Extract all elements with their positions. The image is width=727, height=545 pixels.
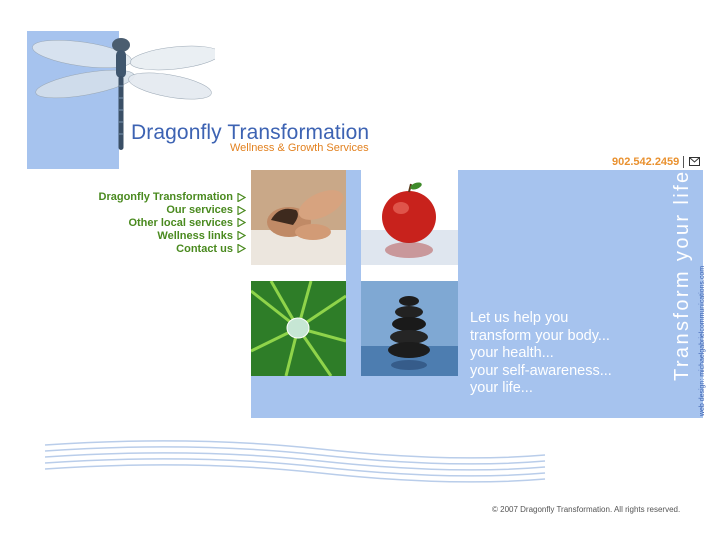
phone-number: 902.542.2459 bbox=[612, 156, 680, 168]
nav-item-label: Other local services bbox=[128, 216, 233, 229]
vertical-title: Transform your life bbox=[671, 169, 693, 381]
hero-panel bbox=[458, 170, 703, 282]
decorative-waves bbox=[44, 440, 546, 483]
nav-item-other-local-services[interactable]: Other local services bbox=[60, 217, 246, 230]
triangle-arrow-icon bbox=[237, 244, 246, 254]
nav-item-dragonfly-transformation[interactable]: Dragonfly Transformation bbox=[60, 191, 246, 204]
stones-photo bbox=[361, 281, 458, 376]
tagline-line: your life... bbox=[470, 380, 533, 396]
tagline-line: your health... bbox=[470, 345, 554, 361]
hero-tagline: Let us help you transform your body... y… bbox=[470, 310, 690, 398]
copyright: © 2007 Dragonfly Transformation. All rig… bbox=[492, 505, 681, 514]
triangle-arrow-icon bbox=[237, 231, 246, 241]
nav-item-contact-us[interactable]: Contact us bbox=[60, 242, 246, 255]
apple-photo bbox=[361, 170, 458, 265]
triangle-arrow-icon bbox=[237, 205, 246, 215]
hero-panel-gap bbox=[346, 170, 361, 282]
brand-tagline: Wellness & Growth Services bbox=[230, 142, 369, 154]
nav-item-label: Our services bbox=[166, 204, 233, 217]
mail-icon[interactable] bbox=[689, 157, 700, 166]
nav-item-label: Dragonfly Transformation bbox=[98, 191, 233, 204]
triangle-arrow-icon bbox=[237, 192, 246, 202]
tagline-line: transform your body... bbox=[470, 327, 610, 344]
nav-item-label: Contact us bbox=[176, 242, 233, 255]
triangle-arrow-icon bbox=[237, 218, 246, 228]
nav-item-wellness-links[interactable]: Wellness links bbox=[60, 229, 246, 242]
massage-photo bbox=[251, 170, 346, 265]
tagline-line: your self-awareness... bbox=[470, 362, 612, 379]
main-nav: Dragonfly Transformation Our services Ot… bbox=[60, 191, 246, 255]
nav-item-our-services[interactable]: Our services bbox=[60, 204, 246, 217]
leaf-photo bbox=[251, 281, 346, 376]
dragonfly-logo-icon bbox=[32, 38, 215, 150]
nav-item-label: Wellness links bbox=[157, 229, 233, 242]
brand-name: Dragonfly Transformation bbox=[131, 121, 370, 144]
web-design-credit-link[interactable]: web design: michaelgabrielcommunications… bbox=[699, 265, 706, 417]
divider bbox=[683, 156, 684, 168]
tagline-line: Let us help you bbox=[470, 310, 569, 326]
